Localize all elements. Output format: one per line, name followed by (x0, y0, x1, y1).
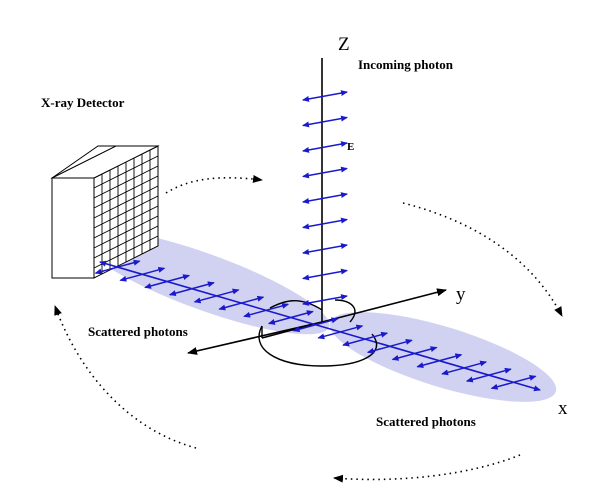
scattered-e-field-arrow (94, 259, 141, 275)
x-ray-detector (50, 145, 160, 279)
scattered-e-field-arrow (168, 281, 215, 297)
scattered-photons-right-label: Scattered photons (376, 414, 476, 429)
incoming-e-field-arrow (302, 294, 348, 306)
detector-grid-line (93, 225, 159, 259)
detector-grid-line (93, 215, 159, 249)
incoming-e-field-arrow (302, 166, 348, 179)
detector-label: X-ray Detector (41, 95, 125, 110)
scattered-e-field-arrow (267, 310, 314, 325)
incoming-e-field-arrow (302, 217, 348, 230)
scattered-e-field-arrow (366, 339, 413, 354)
incoming-photon-label: Incoming photon (358, 57, 454, 72)
incoming-e-field-arrow (302, 115, 348, 128)
scattered-e-field-arrow (416, 353, 463, 369)
scattered-e-field-arrow (465, 367, 512, 383)
scattered-photons-left-label: Scattered photons (88, 324, 188, 339)
y-axis-label: y (456, 284, 466, 305)
incoming-e-field-arrow (302, 90, 348, 102)
z-axis-label: Z (338, 34, 350, 55)
detector-grid-line (93, 155, 159, 189)
scattered-e-field-arrow (490, 375, 537, 390)
scattered-e-field-arrow (243, 303, 290, 318)
rotation-dotted-arrows (54, 174, 563, 483)
detector-grid-line (93, 205, 159, 239)
scattered-e-field-arrows (94, 259, 537, 390)
incoming-e-field-arrow (302, 268, 348, 281)
e-field-label: E (347, 141, 354, 153)
scattered-e-field-arrow (391, 346, 438, 361)
incoming-e-field-arrow (302, 243, 348, 255)
detector-grid-line (93, 165, 159, 199)
scattered-e-field-arrow (441, 360, 488, 376)
scattered-e-field-arrow (292, 317, 339, 333)
scattered-e-field-arrow (342, 331, 389, 347)
scattered-e-field-arrow (144, 274, 191, 289)
incoming-e-field-arrow (302, 192, 348, 204)
scattered-e-field-arrow (119, 267, 166, 282)
scattered-e-field-arrow (317, 324, 364, 340)
detector-grid-line (93, 175, 159, 209)
dotted-arrow-bottom-right (333, 454, 521, 483)
detector-grid-line (93, 185, 159, 219)
scattered-e-field-arrow (193, 288, 240, 304)
dotted-arrow-top-left (165, 174, 263, 194)
detector-grid (93, 150, 159, 274)
x-axis-label: x (558, 398, 568, 419)
incoming-e-field-arrow (302, 141, 348, 153)
scattered-e-field-arrow (218, 295, 265, 311)
incoming-e-field-arrows (302, 90, 348, 306)
detector-grid-line (93, 195, 159, 229)
dotted-arrow-top-right (402, 202, 563, 317)
